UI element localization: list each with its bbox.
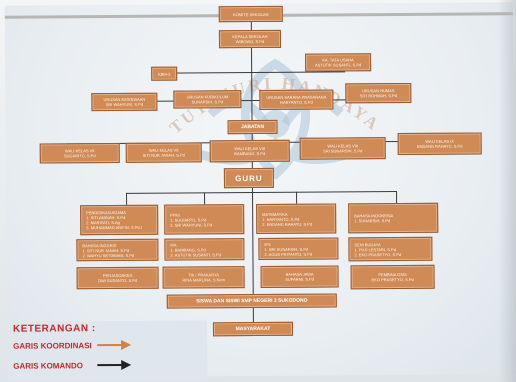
org-box-pembina: PEMBINA OSIS EKO PRASETYO, S.Pd (350, 264, 435, 290)
org-box-small: KBM-3 (151, 66, 178, 81)
connector-line (126, 192, 128, 205)
org-box-walas: WALI KELAS VII SITI NUR JANAH, S.Pd (125, 142, 202, 163)
org-box-subject: IPA 1. BAMBANG, S.Pd 2. ASTUTIK SUSANTI,… (164, 238, 245, 261)
org-box-walas: WALI KELAS IX ENDANG RAHAYU, S.Pd (397, 132, 482, 156)
org-box-masyarakat: MASYARAKAT (212, 321, 294, 337)
org-box-walas: WALI KELAS VIII SRI SUNARSIH, S.Pd (299, 137, 386, 160)
org-box-siswa: SISWA DAN SISWI SMP NEGERI 3 SUKODONO (166, 293, 337, 309)
komando-arrow-icon (97, 359, 132, 370)
org-box-subject: BAHASA JAWA SUPARMI, S.Pd (260, 265, 339, 288)
org-box-tata-usaha: KA. TATA USAHA ASTUTIK SUSANTI, S.Pd (305, 53, 372, 72)
org-box-subject: PENJASORKES DWI SUSANTO, S.Pd (76, 266, 159, 290)
legend-komando-label: GARIS KOMANDO (13, 361, 84, 371)
org-box-walas: WALI KELAS VIII BAMBANG, S.Pd (209, 139, 290, 163)
org-box-subject: PENDIDIKAN AGAMA 1. SITI AMINAH, S.Pd 2.… (80, 204, 159, 236)
org-box-subject: SENI BUDAYA 1. PUJI LESTARI, S.Pd 2. EKO… (348, 236, 433, 262)
org-chart-board: TUT WURI HANDAYANI KOMITE SEKOLAH KEPALA… (4, 2, 516, 382)
org-box-kurikulum: URUSAN KURIKULUM SUNARSIH, S.Pd (173, 90, 242, 109)
org-box-kesiswaan: URUSAN KESISWAAN SRI WAHYUNI, S.Pd (91, 92, 158, 112)
org-box-humas: URUSAN HUMAS SITI ROHMAH, S.Pd (345, 82, 412, 104)
org-box-subject: PPKn 1. SUGIARTO, S.Pd 2. SRI WAHYUNI, S… (164, 204, 245, 235)
org-box-kepala-sekolah: KEPALA SEKOLAH WIBOWO, S.Pd (218, 29, 282, 49)
connector-line (396, 191, 398, 204)
org-box-walas: WALI KELAS VII SUGIARTO, S.Pd (39, 142, 120, 164)
org-box-subject: BAHASA INDONESIA 1. SUNARSIH, S.Pd (348, 202, 439, 234)
legend-koordinasi-label: GARIS KOORDINASI (13, 341, 92, 351)
org-box-subject: IPS 1. SRI SUNARSIH, S.Pd 2. AGUS PRIYAN… (258, 237, 339, 261)
org-box-subject: BAHASA INGGRIS 1. SITI NUR JANAH, S.Pd 2… (76, 238, 159, 262)
photo-edge-shadow (498, 0, 516, 382)
org-box-sarpras: URUSAN SARANA PRASARANA HARYANTO, S.Pd (259, 89, 334, 111)
connector-line (296, 191, 298, 204)
org-box-subject: TIK / PRAKARYA RINA MARLINA, S.Kom (162, 266, 245, 289)
org-box-subject: MATEMATIKA 1. HARYANTO, S.Pd 2. ENDANG R… (256, 203, 337, 235)
org-box-jabatan: JABATAN (227, 119, 278, 135)
connector-line (204, 192, 206, 205)
org-box-top: KOMITE SEKOLAH (218, 5, 283, 23)
org-box-guru: GURU (223, 167, 274, 189)
legend-title: KETERANGAN : (12, 323, 96, 335)
koordinasi-arrow-icon (97, 339, 132, 350)
